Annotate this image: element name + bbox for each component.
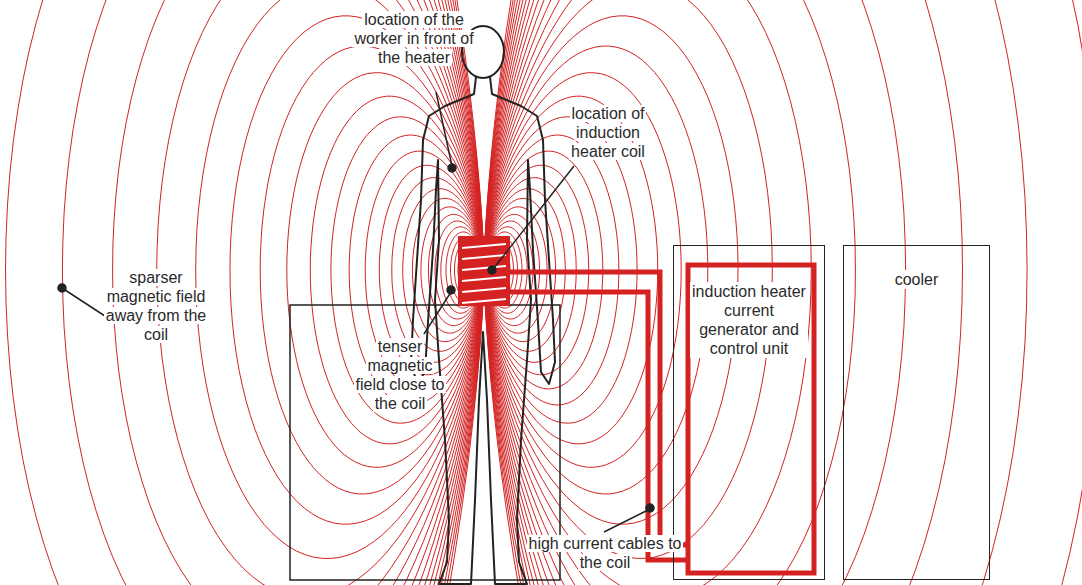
callout-label: location of the worker in front of the h… <box>350 10 478 67</box>
field-line <box>484 0 1082 585</box>
callout-text: high current cables to the coil <box>527 535 684 571</box>
box-label: cooler <box>893 270 941 289</box>
field-line <box>484 0 1082 585</box>
field-line <box>0 0 484 585</box>
field-line <box>484 0 855 585</box>
field-line <box>0 0 484 585</box>
leader-lines <box>58 92 654 532</box>
field-line <box>0 0 484 585</box>
field-line <box>484 0 1082 585</box>
field-line <box>0 0 484 585</box>
field-line <box>484 0 1027 585</box>
field-line <box>484 0 1082 585</box>
callout-text: tenser magnetic field close to the coil <box>354 338 447 412</box>
field-line <box>6 0 485 585</box>
coil-winding <box>462 244 506 248</box>
heater-table <box>290 305 560 580</box>
field-line <box>484 0 1082 585</box>
field-line <box>0 0 484 585</box>
callout-label: location of induction heater coil <box>556 104 660 161</box>
field-line <box>196 0 484 558</box>
field-line <box>0 0 484 585</box>
field-line <box>484 0 1082 585</box>
coil-winding <box>462 288 506 292</box>
induction-coil <box>458 236 510 306</box>
callout-text: sparser magnetic field away from the coi… <box>104 269 208 343</box>
coil-winding <box>462 277 506 281</box>
coil-winding <box>462 255 506 259</box>
field-line <box>0 0 484 585</box>
field-line <box>484 0 1082 585</box>
field-line <box>0 0 484 585</box>
field-line <box>0 0 484 585</box>
worker-silhouette <box>411 77 555 584</box>
coil-winding <box>462 299 506 303</box>
callout-label: tenser magnetic field close to the coil <box>352 337 448 413</box>
field-line <box>484 0 963 585</box>
callout-text: location of induction heater coil <box>569 105 647 160</box>
field-line <box>484 0 1082 585</box>
field-line <box>0 0 484 585</box>
coil-winding <box>462 266 506 270</box>
box-label: induction heater current generator and c… <box>690 282 808 358</box>
callout-label: sparser magnetic field away from the coi… <box>96 268 216 344</box>
field-line <box>484 0 772 558</box>
callout-text: location of the worker in front of the h… <box>352 11 475 66</box>
generator-box: induction heater current generator and c… <box>673 245 825 580</box>
callout-label: high current cables to the coil <box>520 534 690 572</box>
field-line <box>62 0 484 585</box>
field-line <box>484 0 1082 585</box>
cooler-box: cooler <box>843 245 990 580</box>
cables <box>508 265 814 573</box>
